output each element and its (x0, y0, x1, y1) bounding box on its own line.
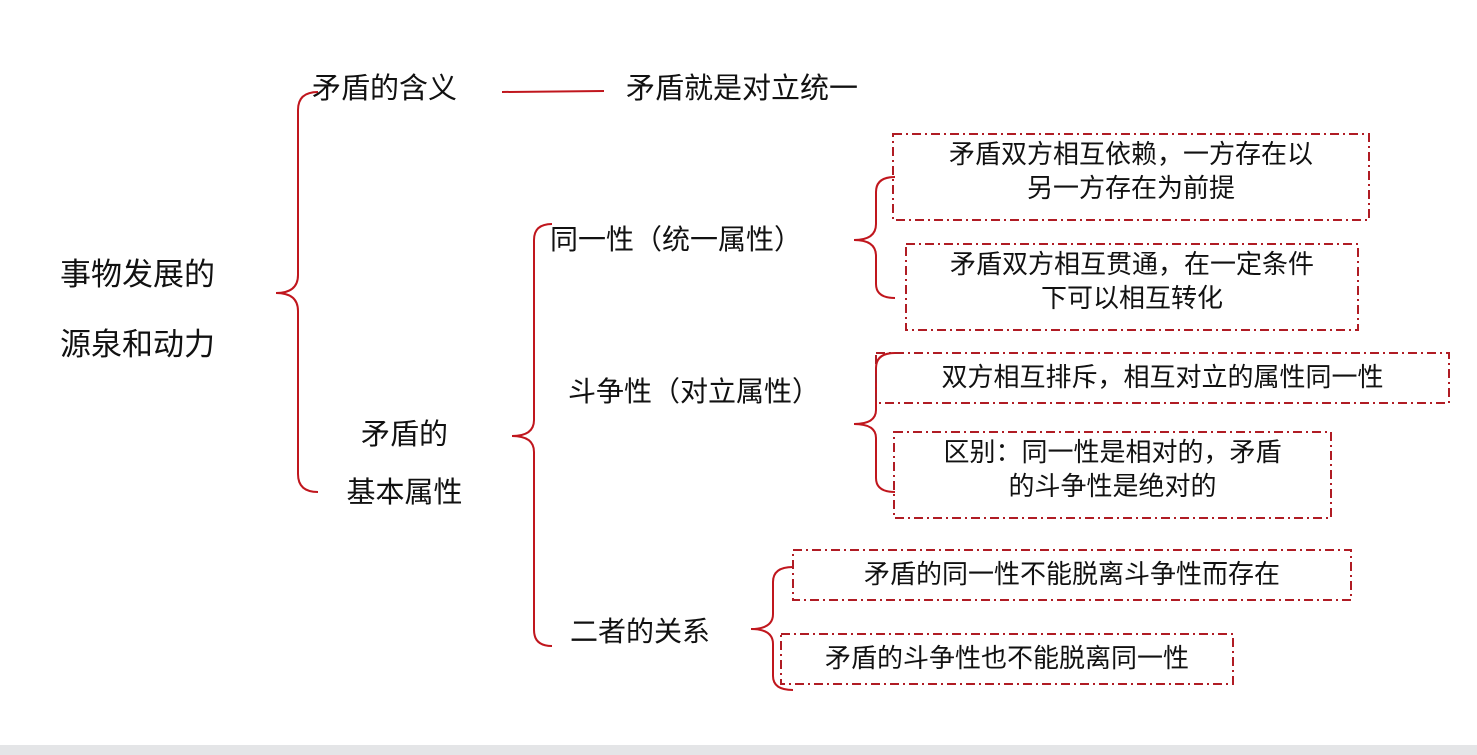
root-node: 事物发展的 源泉和动力 (60, 240, 215, 380)
relation-label: 二者的关系 (570, 615, 711, 648)
identity-point-2: 矛盾双方相互贯通，在一定条件 下可以相互转化 (906, 248, 1358, 316)
root-bracket (275, 91, 319, 493)
identity-box-2-border (905, 243, 1359, 331)
struggle-bracket (853, 352, 896, 493)
struggle-point-2: 区别：同一性是相对的，矛盾 的斗争性是绝对的 (894, 436, 1331, 504)
identity-point-1-line-2: 另一方存在为前提 (1026, 174, 1235, 204)
identity-bracket (853, 176, 896, 299)
identity-label: 同一性（统一属性） (550, 223, 803, 256)
relation-point-2-line-1: 矛盾的斗争性也不能脱离同一性 (824, 644, 1189, 674)
meaning-definition: 矛盾就是对立统一 (626, 71, 859, 105)
bottom-scroll-bar (0, 745, 1477, 755)
attributes-label: 矛盾的 基本属性 (337, 405, 472, 521)
relation-bracket (750, 566, 794, 691)
attributes-label-line-1: 矛盾的 (360, 417, 448, 451)
meaning-label: 矛盾的含义 (312, 71, 458, 105)
root-line-2: 源泉和动力 (60, 327, 215, 363)
struggle-box-2-border (893, 431, 1332, 519)
struggle-point-1: 双方相互排斥，相互对立的属性同一性 (876, 361, 1449, 395)
struggle-label: 斗争性（对立属性） (568, 375, 821, 408)
struggle-box-1-border (875, 352, 1450, 404)
identity-point-1-line-1: 矛盾双方相互依赖，一方存在以 (948, 140, 1313, 170)
relation-point-1: 矛盾的同一性不能脱离斗争性而存在 (793, 558, 1351, 592)
identity-point-2-line-1: 矛盾双方相互贯通，在一定条件 (949, 250, 1314, 280)
identity-point-2-line-2: 下可以相互转化 (1040, 284, 1223, 314)
root-line-1: 事物发展的 (60, 257, 215, 293)
relation-box-2-border (780, 633, 1234, 685)
struggle-point-2-line-2: 的斗争性是绝对的 (1008, 472, 1217, 502)
identity-point-1: 矛盾双方相互依赖，一方存在以 另一方存在为前提 (893, 138, 1369, 206)
attributes-label-line-2: 基本属性 (346, 475, 463, 509)
attributes-bracket (511, 223, 553, 647)
relation-box-1-border (792, 549, 1352, 601)
identity-box-1-border (892, 133, 1370, 221)
meaning-connector (501, 90, 605, 93)
struggle-point-1-line-1: 双方相互排斥，相互对立的属性同一性 (941, 363, 1384, 393)
struggle-point-2-line-1: 区别：同一性是相对的，矛盾 (943, 438, 1282, 468)
relation-point-2: 矛盾的斗争性也不能脱离同一性 (781, 642, 1233, 676)
relation-point-1-line-1: 矛盾的同一性不能脱离斗争性而存在 (863, 560, 1280, 590)
